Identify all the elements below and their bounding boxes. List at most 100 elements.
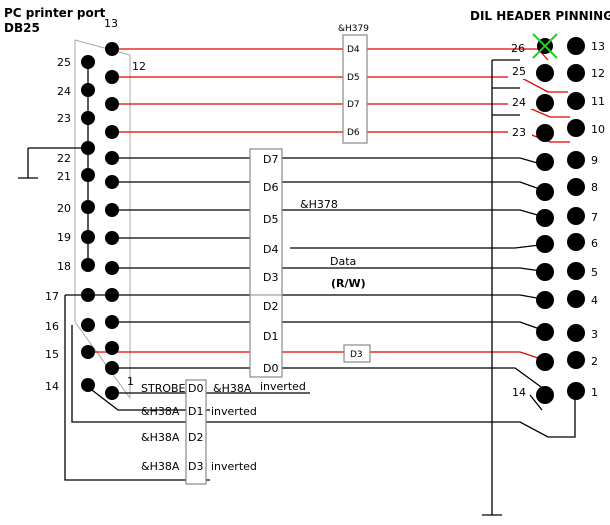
wire-pin2 xyxy=(88,351,551,363)
wire-pin8 xyxy=(112,181,549,193)
db25-label-14: 14 xyxy=(45,380,59,393)
ground-links-dil xyxy=(492,59,520,116)
dil-pin-22 xyxy=(536,153,554,171)
dil-pin-11 xyxy=(567,92,585,110)
dil-pin-23 xyxy=(536,124,554,142)
db25-pin-1 xyxy=(105,386,119,400)
db25-pin-5 xyxy=(105,261,119,275)
dil-pin-24 xyxy=(536,94,554,112)
db25-pin-19 xyxy=(81,230,95,244)
wire-pin13 xyxy=(112,48,549,61)
db25-label-12: 12 xyxy=(132,60,146,73)
db25-label-16: 16 xyxy=(45,320,59,333)
dil-pin-5 xyxy=(567,262,585,280)
register-h378-label: &H378 xyxy=(300,198,338,211)
h379-bit-d5: D5 xyxy=(347,73,360,83)
wire-strobe-to-pin1 xyxy=(210,395,576,438)
h38a-bit-d0: D0 xyxy=(188,382,203,395)
db25-pin-24 xyxy=(81,83,95,97)
db25-label-22: 22 xyxy=(57,152,71,165)
dil-pin-12 xyxy=(567,64,585,82)
wire-pin3 xyxy=(112,321,549,333)
dil-label-2: 2 xyxy=(591,355,598,368)
wire-pin9 xyxy=(112,157,549,167)
h378-bit-d4: D4 xyxy=(263,243,278,256)
db25-pin-17 xyxy=(81,288,95,302)
db25-pin-8 xyxy=(105,175,119,189)
wire-pin7 xyxy=(112,209,549,219)
wire-pin12 xyxy=(112,76,568,93)
h378-bit-d1: D1 xyxy=(263,330,278,343)
wire-pin14 xyxy=(529,394,543,411)
dil-pin-1 xyxy=(567,382,585,400)
db25-pin-21 xyxy=(81,168,95,182)
h379-bit-d7: D7 xyxy=(347,100,360,110)
wire-pin11 xyxy=(112,103,570,118)
dil-label-14: 14 xyxy=(512,386,526,399)
ground-wire-left xyxy=(18,147,88,179)
dil-label-7: 7 xyxy=(591,211,598,224)
wire-pin4 xyxy=(65,294,549,301)
dil-label-5: 5 xyxy=(591,266,598,279)
db25-label-1: 1 xyxy=(127,375,134,388)
dil-pin-3 xyxy=(567,324,585,342)
wire-pin5 xyxy=(112,267,549,273)
dil-pin-21 xyxy=(536,183,554,201)
h379-bit-d4: D4 xyxy=(347,45,360,55)
h378-bit-d6: D6 xyxy=(263,181,278,194)
db25-pin-18 xyxy=(81,258,95,272)
db25-label-21: 21 xyxy=(57,170,71,183)
dil-label-1: 1 xyxy=(591,386,598,399)
db25-pin-23 xyxy=(81,111,95,125)
register-h378-box xyxy=(249,148,283,378)
db25-label-19: 19 xyxy=(57,231,71,244)
db25-label-20: 20 xyxy=(57,202,71,215)
dil-label-8: 8 xyxy=(591,181,598,194)
wire-pin6 xyxy=(112,237,549,249)
dil-label-25-bg xyxy=(508,63,532,79)
title-db25: DB25 xyxy=(4,21,40,35)
wire-h38a-d2 xyxy=(87,386,210,411)
h38a-bit-d2: D2 xyxy=(188,431,203,444)
dil-right-pins xyxy=(567,37,585,400)
db25-pin-13 xyxy=(105,42,119,56)
db25-pin-6 xyxy=(105,231,119,245)
dil-pin-8 xyxy=(567,178,585,196)
db25-pin-4 xyxy=(105,288,119,302)
register-h379-box xyxy=(342,34,368,144)
inverted-label-d3: inverted xyxy=(211,460,257,473)
db25-pin-20 xyxy=(81,200,95,214)
dil-left-pins xyxy=(536,64,554,404)
db25-pin-14 xyxy=(81,378,95,392)
wire-pin1 xyxy=(112,367,549,393)
dil-pin-6 xyxy=(567,233,585,251)
h378-bit-d5: D5 xyxy=(263,213,278,226)
title-dil-header: DIL HEADER PINNING xyxy=(470,9,610,23)
wire-pin10 xyxy=(112,131,570,143)
dil-pin-2 xyxy=(567,351,585,369)
db25-label-17: 17 xyxy=(45,290,59,303)
dil-pin-14 xyxy=(536,386,554,404)
h378-bit-d0: D0 xyxy=(263,362,278,375)
h378-bit-d3: D3 xyxy=(263,271,278,284)
db25-label-15: 15 xyxy=(45,348,59,361)
dil-pin-7 xyxy=(567,207,585,225)
dil-label-4: 4 xyxy=(591,294,598,307)
dil-pin-25 xyxy=(536,64,554,82)
dil-label-23-bg xyxy=(508,123,532,139)
dil-pin-15 xyxy=(536,353,554,371)
dil-pin-16 xyxy=(536,323,554,341)
h38a-label-d0: &H38A xyxy=(213,382,252,395)
db25-label-23: 23 xyxy=(57,112,71,125)
db25-pin-9 xyxy=(105,151,119,165)
register-h38a-box xyxy=(185,379,207,485)
db25-pin-12 xyxy=(105,70,119,84)
db25-pin-10 xyxy=(105,125,119,139)
h379-bit-d6: D6 xyxy=(347,128,360,138)
db25-label-13: 13 xyxy=(104,17,118,30)
dil-pin-20 xyxy=(536,209,554,227)
title-pc-port: PC printer port xyxy=(4,6,106,20)
d3-box-label: D3 xyxy=(350,350,363,360)
dil-pin-17 xyxy=(536,291,554,309)
